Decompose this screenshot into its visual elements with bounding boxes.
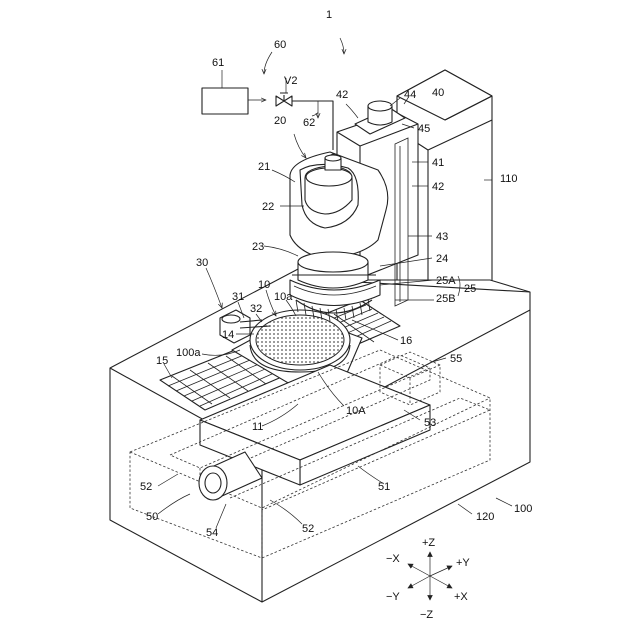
- label-60: 60: [274, 39, 286, 51]
- label-V2: V2: [284, 75, 297, 87]
- label-25B: 25B: [436, 293, 456, 305]
- label-42a: 42: [336, 89, 348, 101]
- label-11: 11: [252, 421, 263, 433]
- label-41: 41: [432, 157, 444, 169]
- label-54: 54: [206, 527, 218, 539]
- label-110: 110: [500, 173, 518, 185]
- label-20: 20: [274, 115, 286, 127]
- label-40: 40: [432, 87, 444, 99]
- label-10a: 10a: [274, 291, 293, 303]
- label-51: 51: [378, 481, 390, 493]
- label-44: 44: [404, 89, 416, 101]
- label-25A: 25A: [436, 275, 456, 287]
- label-21: 21: [258, 161, 270, 173]
- label-62: 62: [303, 117, 315, 129]
- axis-plus-z: +Z: [422, 537, 435, 549]
- axis-minus-z: −Z: [420, 609, 433, 621]
- label-50: 50: [146, 511, 158, 523]
- label-32: 32: [250, 303, 262, 315]
- label-31: 31: [232, 291, 244, 303]
- axis-minus-x: −X: [386, 553, 400, 565]
- axis-plus-x: +X: [454, 591, 468, 603]
- label-16: 16: [400, 335, 412, 347]
- label-61: 61: [212, 57, 224, 69]
- label-53: 53: [424, 417, 436, 429]
- axis-minus-y: −Y: [386, 591, 400, 603]
- label-22: 22: [262, 201, 274, 213]
- label-100: 100: [514, 503, 532, 515]
- label-30: 30: [196, 257, 208, 269]
- label-55: 55: [450, 353, 462, 365]
- label-10A: 10A: [346, 405, 366, 417]
- label-120: 120: [476, 511, 494, 523]
- label-10: 10: [258, 279, 270, 291]
- label-15: 15: [156, 355, 168, 367]
- axis-legend: +Z −Z +X −X +Y −Y: [386, 537, 470, 621]
- label-100a: 100a: [176, 347, 201, 359]
- label-25: 25: [464, 283, 476, 295]
- label-1: 1: [326, 9, 332, 21]
- label-52a: 52: [140, 481, 152, 493]
- axis-plus-y: +Y: [456, 557, 470, 569]
- label-45: 45: [418, 123, 430, 135]
- label-14: 14: [222, 329, 234, 341]
- label-43: 43: [436, 231, 448, 243]
- label-23: 23: [252, 241, 264, 253]
- label-24: 24: [436, 253, 448, 265]
- label-42b: 42: [432, 181, 444, 193]
- label-52b: 52: [302, 523, 314, 535]
